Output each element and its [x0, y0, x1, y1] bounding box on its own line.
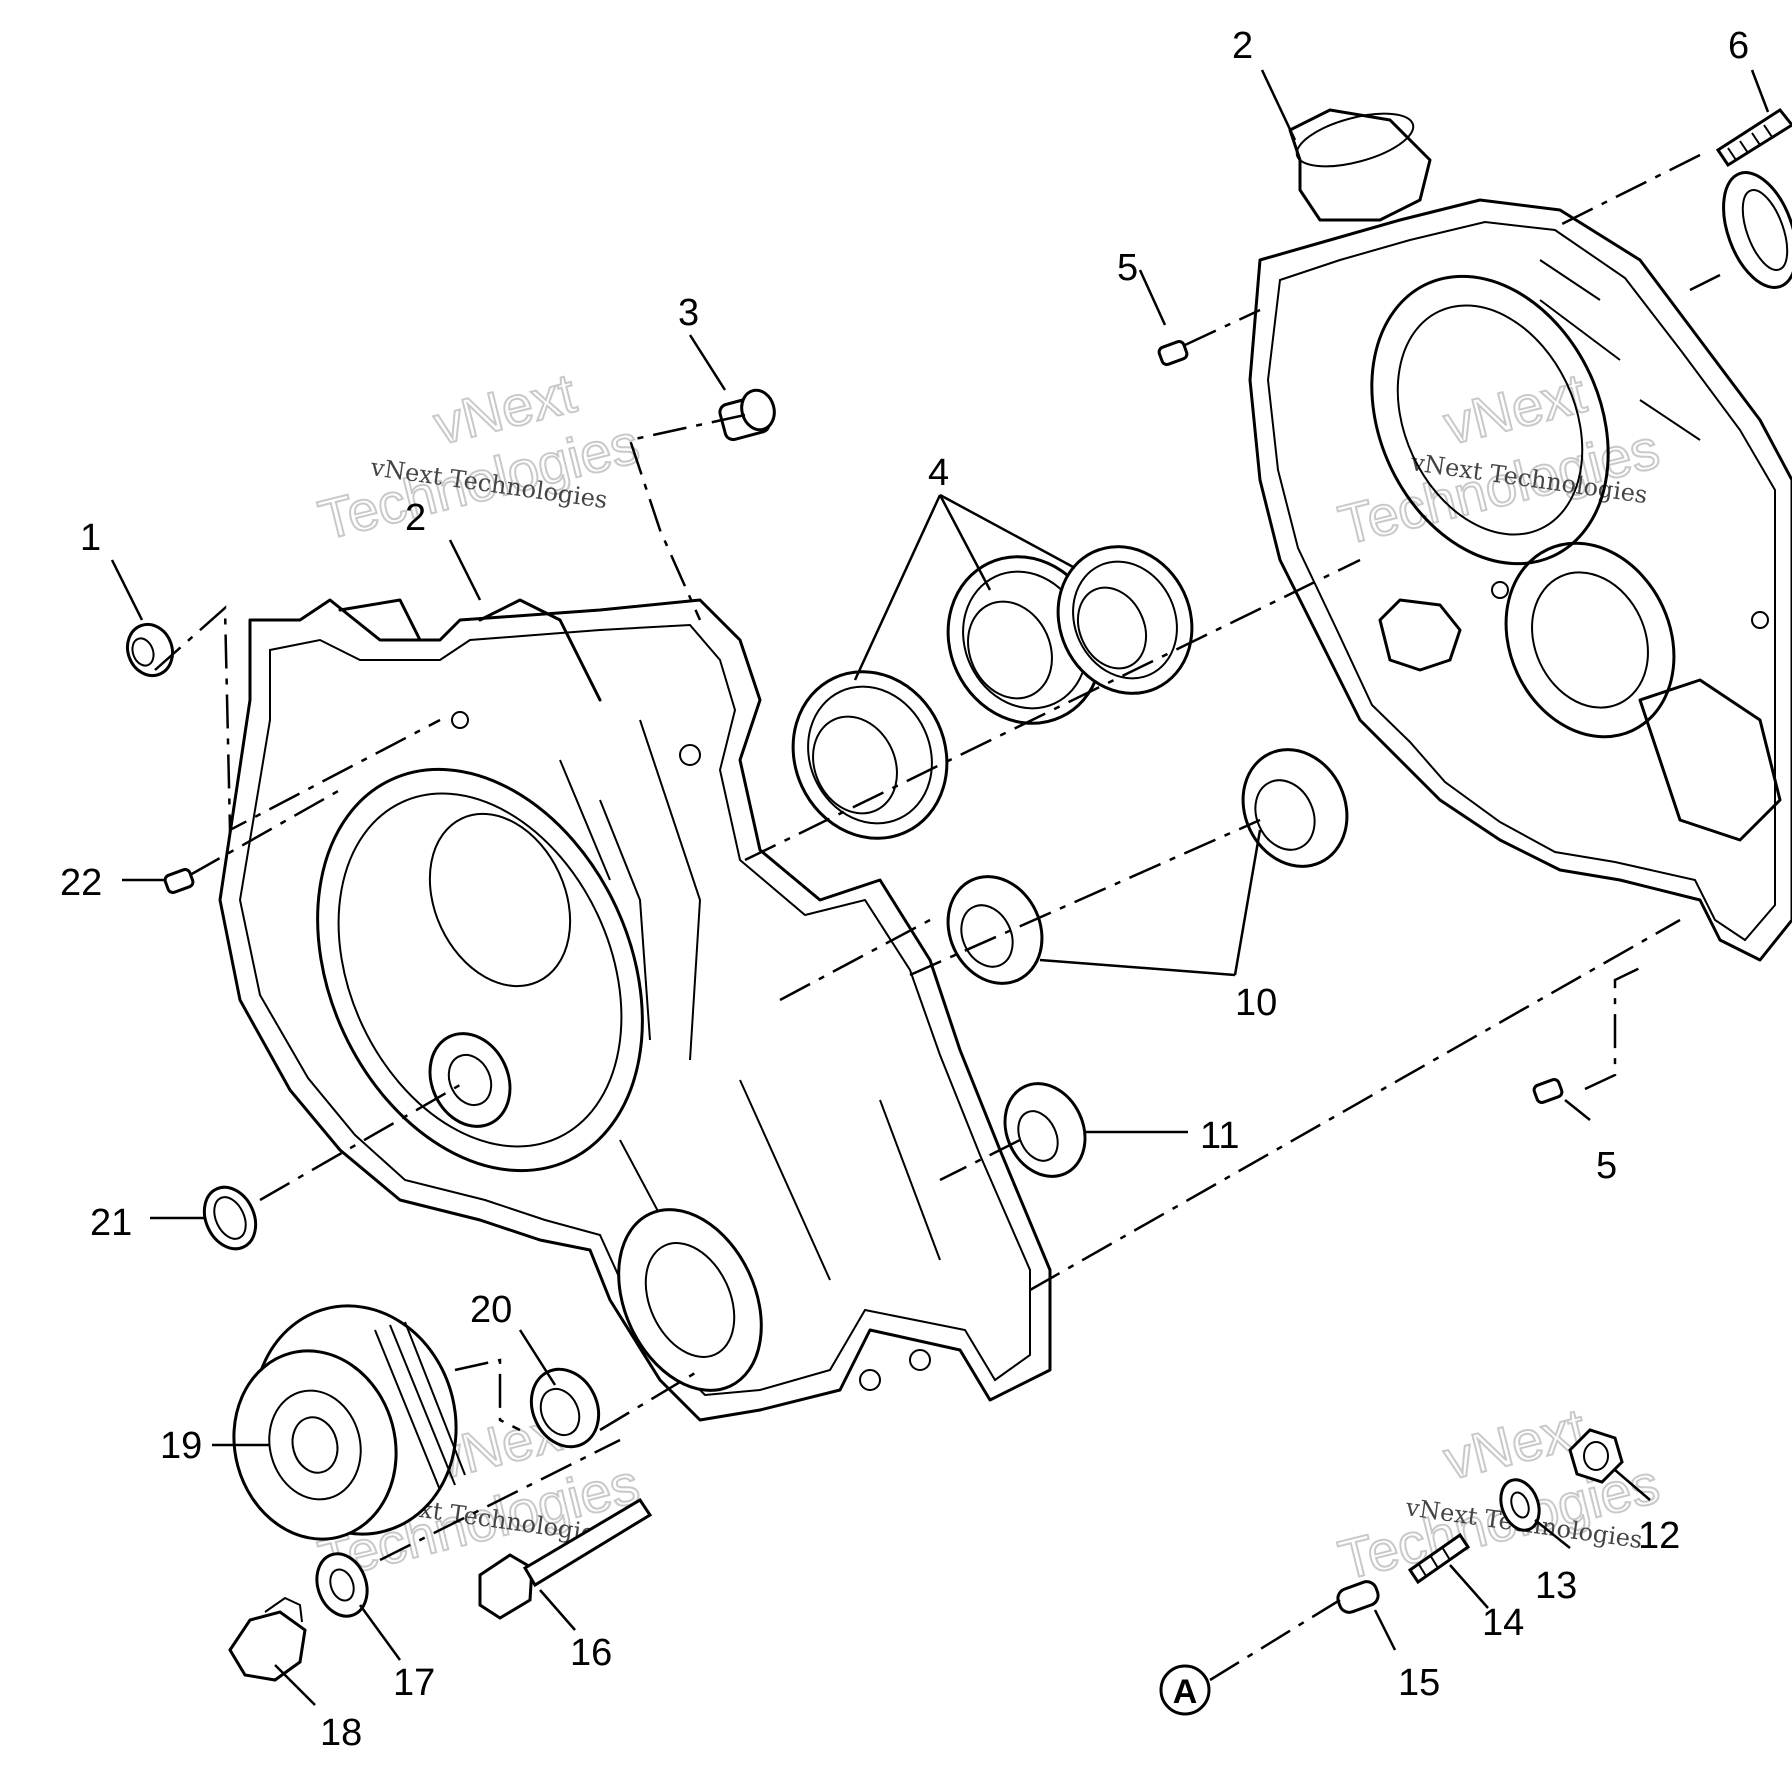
part-16-bolt	[478, 1497, 653, 1620]
callout-20: 20	[470, 1289, 512, 1331]
callout-14: 14	[1482, 1602, 1524, 1644]
reference-marker-a: A	[1159, 1664, 1211, 1716]
watermark-top-right: vNext Technologies vNext Technologies	[1332, 360, 1666, 558]
callout-12: 12	[1638, 1515, 1680, 1557]
leader-lines	[110, 69, 1770, 1706]
callout-22: 22	[60, 862, 102, 904]
part-21-o-ring	[202, 1185, 258, 1251]
part-14-spring	[1407, 1532, 1471, 1585]
callout-10: 10	[1235, 982, 1277, 1024]
part-10-bearing-a	[1241, 748, 1349, 868]
callout-6: 6	[1728, 25, 1749, 67]
callout-13: 13	[1535, 1565, 1577, 1607]
callout-11: 11	[1200, 1115, 1239, 1157]
reference-marker-circle	[1159, 1664, 1211, 1716]
part-4-bearing-c	[1056, 545, 1194, 695]
part-19-pulley	[232, 1304, 466, 1541]
callout-2-left: 2	[405, 497, 426, 539]
part-4-bearing-a	[791, 670, 949, 840]
callout-18: 18	[320, 1712, 362, 1754]
callout-15: 15	[1398, 1662, 1440, 1704]
watermark-top-left: vNext Technologies vNext Technologies	[312, 360, 646, 553]
crankcase-right-half	[1248, 108, 1792, 962]
callout-5-bottom: 5	[1596, 1145, 1617, 1187]
callout-1: 1	[80, 517, 101, 559]
callout-5-top: 5	[1117, 247, 1138, 289]
part-10-bearing-b	[946, 875, 1044, 985]
callout-16: 16	[570, 1632, 612, 1674]
reference-marker-label: A	[1173, 1673, 1198, 1711]
part-1-bushing	[125, 622, 175, 678]
part-13-washer	[1499, 1478, 1541, 1532]
center-lines	[154, 153, 1721, 1682]
part-3-bushing	[718, 388, 776, 442]
callout-2-top: 2	[1232, 25, 1253, 67]
part-22-dowel	[163, 868, 195, 894]
part-2-oil-seal-top	[1722, 171, 1792, 289]
callout-labels: 1 2 2 3 4 5 5 6 10 11 12 13 14 15 16 17 …	[60, 25, 1749, 1754]
crankcase-left-half	[218, 598, 1052, 1422]
part-12-nut	[1568, 1428, 1624, 1484]
part-5-dowel-top	[1157, 340, 1189, 366]
part-20-oil-seal	[529, 1367, 601, 1449]
watermark-bottom-right: vNext Technologies vNext Technologies	[1332, 1395, 1666, 1593]
callout-19: 19	[160, 1425, 202, 1467]
part-6-stud	[1715, 108, 1792, 168]
part-5-dowel-bottom	[1532, 1078, 1564, 1104]
part-17-washer	[315, 1552, 369, 1618]
callout-3: 3	[678, 292, 699, 334]
part-11-bearing	[1003, 1082, 1087, 1178]
callout-21: 21	[90, 1202, 132, 1244]
part-15-plunger	[1336, 1580, 1380, 1614]
callout-17: 17	[393, 1662, 435, 1704]
part-18-drain-plug	[228, 1596, 307, 1682]
callout-4: 4	[928, 452, 949, 494]
